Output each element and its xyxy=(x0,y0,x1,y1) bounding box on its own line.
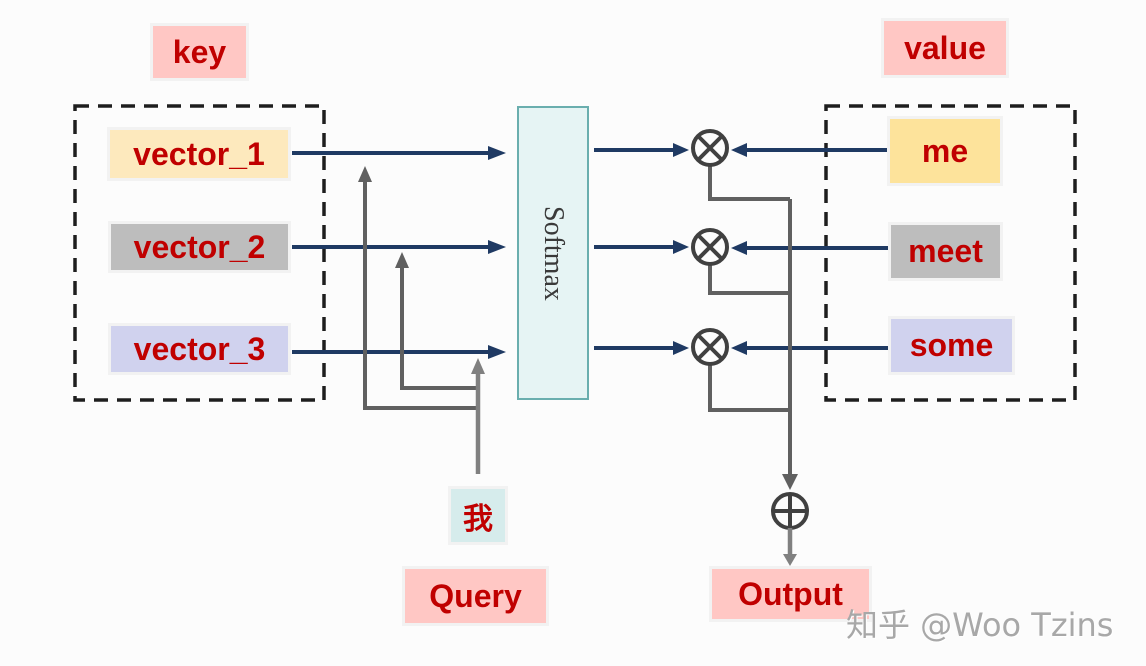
value-meet: meet xyxy=(891,225,1000,278)
multiply-operator-2 xyxy=(691,228,729,266)
key-vector-3: vector_3 xyxy=(111,326,288,372)
query-title: Query xyxy=(405,569,546,623)
key-title: key xyxy=(153,26,246,78)
query-token: 我 xyxy=(451,489,505,542)
output-title: Output xyxy=(712,569,869,619)
multiply-operator-3 xyxy=(691,328,729,366)
softmax-block: Softmax xyxy=(517,106,589,400)
key-to-softmax-arrows xyxy=(292,151,490,354)
query-arrowheads xyxy=(358,166,485,374)
value-group-box xyxy=(824,104,1077,402)
value-some: some xyxy=(891,319,1012,372)
output-arrowhead xyxy=(783,554,797,566)
key-vector-1: vector_1 xyxy=(110,130,288,178)
sum-connectors xyxy=(708,166,792,478)
sum-arrowhead xyxy=(782,474,798,490)
softmax-label: Softmax xyxy=(538,205,569,301)
query-branch-lines xyxy=(363,180,481,474)
key-group-box xyxy=(73,104,326,402)
value-me: me xyxy=(890,119,1000,183)
softmax-arrowheads xyxy=(673,143,689,355)
value-title: value xyxy=(884,21,1006,75)
add-operator xyxy=(771,492,809,530)
key-arrowheads xyxy=(488,146,506,359)
multiply-operator-1 xyxy=(691,129,729,167)
softmax-to-multiply-arrows xyxy=(594,148,675,350)
value-to-multiply-arrows xyxy=(745,148,888,350)
watermark: 知乎 @Woo Tzins xyxy=(846,606,1114,644)
key-vector-2: vector_2 xyxy=(111,224,288,270)
value-arrowheads xyxy=(731,143,747,355)
